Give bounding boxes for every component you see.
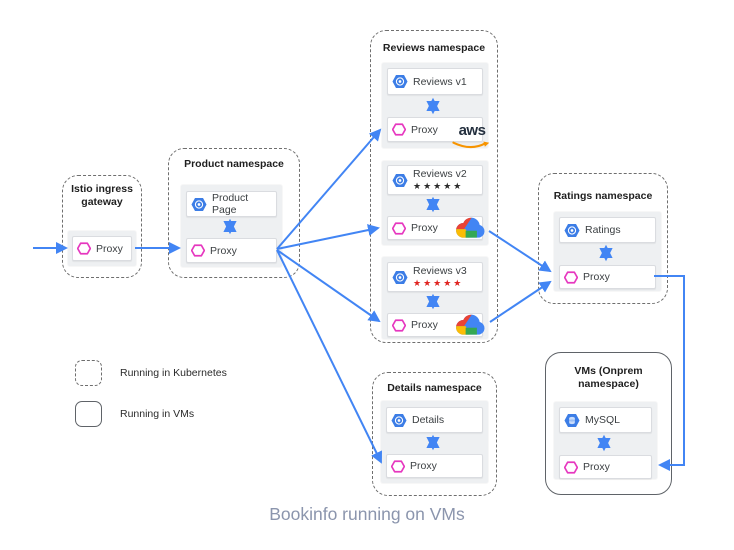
reviews-v3-label: Reviews v3 [413,265,467,277]
ratings-label: Ratings [585,224,621,236]
vms-onprem-title: VMs (Onprem namespace) [574,365,643,390]
product-proxy-label: Proxy [210,244,237,257]
product-namespace-box: Product namespace Product Page Proxy [168,148,300,278]
istio-ingress-gateway-box: Istio ingress gateway Proxy [62,175,142,278]
reviews-namespace-title: Reviews namespace [382,42,486,54]
mysql-label: MySQL [585,414,621,426]
arrow-product-to-details [276,249,382,464]
product-page-label: Product Page [212,192,249,216]
proxy-hexagon-icon [392,318,406,332]
proxy-hexagon-icon [392,221,406,235]
aws-wordmark: aws [458,122,486,139]
product-panel: Product Page Proxy [181,185,282,267]
ratings-panel: Ratings Proxy [554,212,661,291]
gateway-proxy-node: Proxy [72,236,132,261]
service-hexagon-icon [391,413,407,428]
diagram-caption: Bookinfo running on VMs [269,504,465,524]
service-hexagon-icon [392,173,408,188]
gateway-panel: Proxy [68,231,136,266]
vms-proxy-node: Proxy [559,455,652,479]
google-cloud-logo [456,216,486,244]
reviews-v1-node: Reviews v1 [387,68,483,95]
details-namespace-title: Details namespace [387,382,482,394]
product-proxy-node: Proxy [186,238,277,263]
legend-kubernetes-label: Running in Kubernetes [120,367,227,379]
details-namespace-box: Details namespace Details Proxy [372,372,497,496]
google-cloud-logo [456,313,486,341]
reviews-v1-proxy-node: Proxy [387,117,483,142]
ratings-proxy-node: Proxy [559,265,656,289]
proxy-hexagon-icon [77,242,91,255]
details-proxy-label: Proxy [410,460,437,472]
reviews-v1-label: Reviews v1 [413,75,467,88]
reviews-v3-proxy-label: Proxy [411,319,438,331]
details-label: Details [412,414,445,426]
service-hexagon-icon [191,197,207,212]
gateway-proxy-label: Proxy [96,242,123,255]
product-namespace-title: Product namespace [184,158,284,170]
ratings-namespace-title: Ratings namespace [553,190,653,202]
proxy-hexagon-icon [391,459,405,473]
reviews-v2-label: Reviews v2 [413,168,467,180]
ratings-namespace-box: Ratings namespace Ratings Proxy [538,173,668,304]
legend-vms-swatch [75,401,102,427]
service-hexagon-icon [392,270,408,285]
reviews-v2-proxy-label: Proxy [411,222,438,234]
reviews-namespace-box: Reviews namespace Reviews v1 Proxy [370,30,498,343]
reviews-v3-stars: ★★★★★ [413,278,464,288]
aws-logo: aws [452,122,492,155]
ratings-proxy-label: Proxy [583,271,610,283]
mysql-node: MySQL [559,407,652,433]
aws-smile-icon [452,141,490,149]
legend-vms-label: Running in VMs [120,408,195,420]
reviews-v2-stars: ★★★★★ [413,181,464,191]
vms-onprem-box: VMs (Onprem namespace) MySQL Proxy [545,352,672,495]
mysql-hexagon-icon [564,413,580,428]
service-hexagon-icon [392,74,408,89]
proxy-hexagon-icon [564,270,578,284]
product-page-node: Product Page [186,191,277,217]
proxy-hexagon-icon [564,460,578,474]
vms-panel: MySQL Proxy [554,402,657,479]
reviews-v2-node: Reviews v2 ★★★★★ [387,165,483,195]
istio-ingress-gateway-title: Istio ingress gateway [71,183,133,208]
legend-kubernetes-swatch [75,360,102,386]
service-hexagon-icon [564,223,580,238]
details-proxy-node: Proxy [386,454,483,478]
ratings-node: Ratings [559,217,656,243]
proxy-hexagon-icon [392,123,406,136]
reviews-v1-proxy-label: Proxy [411,123,438,136]
details-panel: Details Proxy [381,401,488,483]
vms-proxy-label: Proxy [583,461,610,473]
proxy-hexagon-icon [191,244,205,257]
details-node: Details [386,407,483,433]
reviews-v3-node: Reviews v3 ★★★★★ [387,262,483,292]
